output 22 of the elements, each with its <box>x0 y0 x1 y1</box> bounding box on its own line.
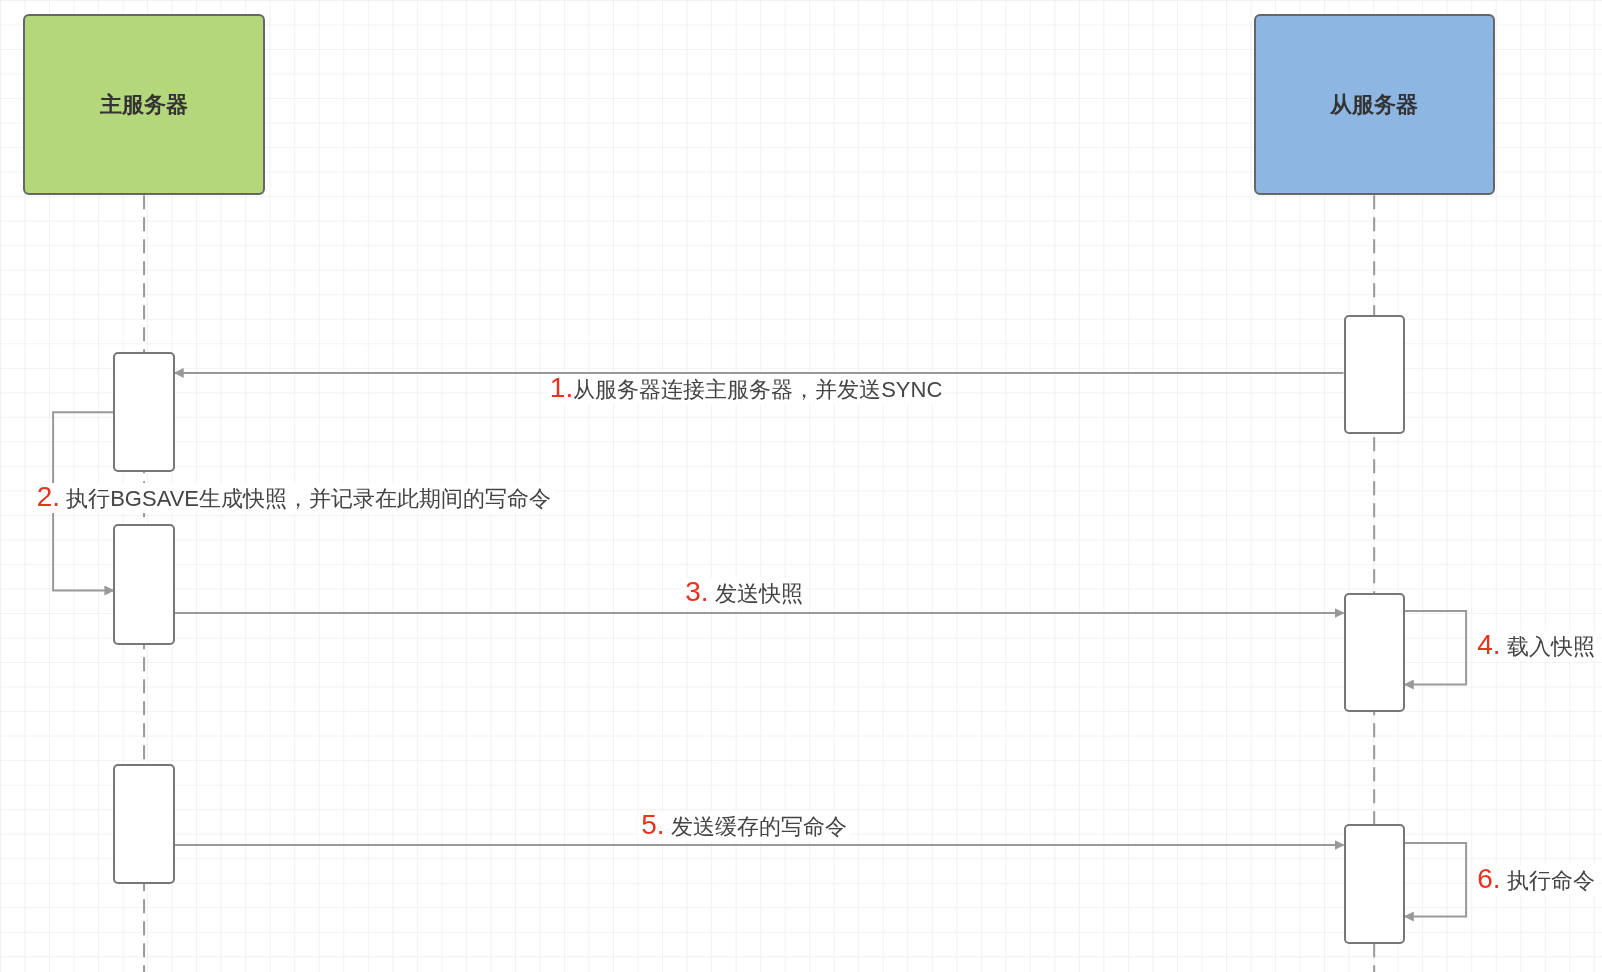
activation-bar <box>1343 314 1405 435</box>
participant-name: 主服务器 <box>100 90 189 119</box>
edge-label: 2. 执行BGSAVE生成快照，并记录在此期间的写命令 <box>33 482 555 513</box>
activation-bar <box>1343 824 1405 944</box>
arrow <box>1403 841 1468 922</box>
participant-name: 从服务器 <box>1330 90 1419 119</box>
activation-bar <box>113 764 175 884</box>
arrow <box>173 367 1345 378</box>
edge-label: 1.从服务器连接主服务器，并发送SYNC <box>546 374 946 405</box>
edge-label: 5. 发送缓存的写命令 <box>638 810 850 841</box>
edge-label: 4. 载入快照 <box>1474 630 1598 661</box>
edge-label: 3. 发送快照 <box>682 577 806 608</box>
edge-label: 6. 执行命令 <box>1474 864 1598 895</box>
activation-bar <box>113 352 175 472</box>
participant-box <box>23 14 265 196</box>
arrow <box>1403 610 1468 690</box>
activation-bar <box>113 524 175 645</box>
participant-box <box>1253 14 1495 196</box>
arrow <box>173 608 1345 618</box>
activation-bar <box>1343 592 1405 713</box>
arrow <box>173 839 1345 850</box>
arrow <box>52 411 115 596</box>
